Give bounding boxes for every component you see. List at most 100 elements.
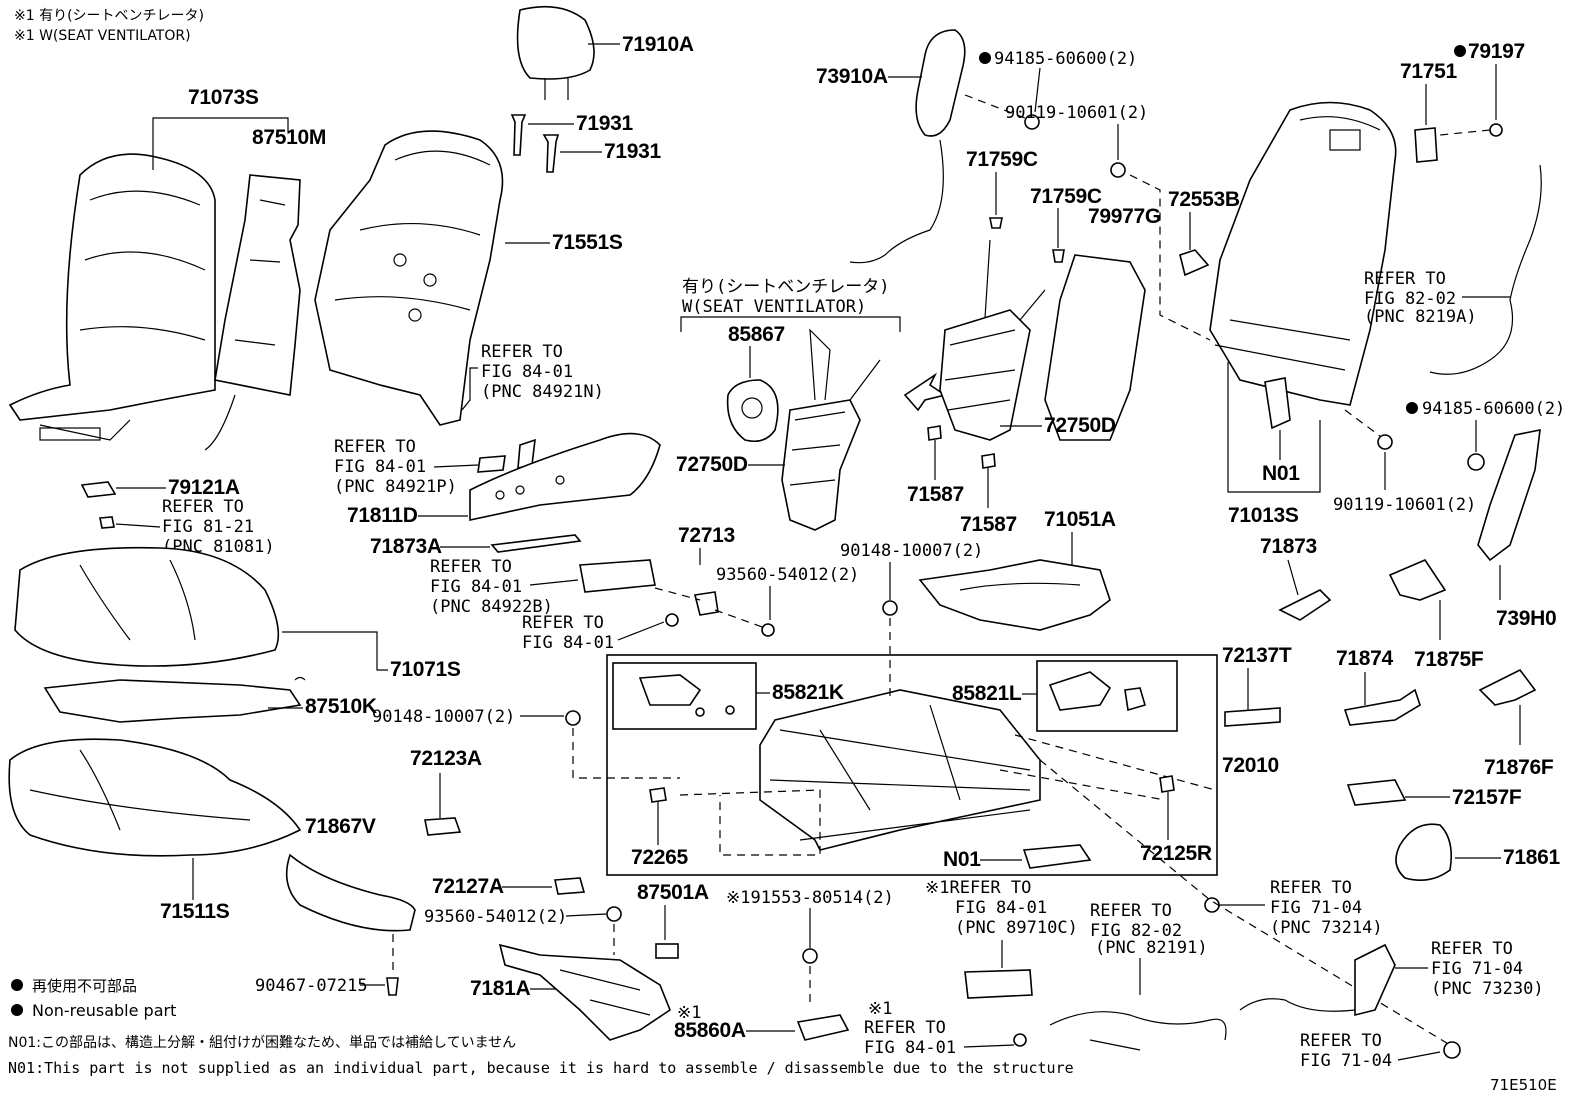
note-n01-jp: N01:この部品は、構造上分解・組付けが困難なため、単品では補給していません [8, 1035, 516, 1051]
trim-cover-drawing [285, 853, 416, 932]
label-90119-b: 90119-10601(2) [1333, 495, 1476, 515]
label-72265: 72265 [631, 846, 689, 869]
label-71051A: 71051A [1044, 508, 1116, 531]
label-87510M: 87510M [252, 126, 326, 149]
motor-k-drawing [638, 674, 735, 717]
ecu-drawing [964, 969, 1033, 999]
label-72010: 72010 [1222, 754, 1279, 777]
label-73910A: 73910A [816, 65, 888, 88]
label-79977G: 79977G [1088, 205, 1161, 228]
ref-71-04-c-l1: REFER TO [1300, 1031, 1382, 1051]
label-71759C-b: 71759C [1030, 185, 1102, 208]
label-71861: 71861 [1503, 846, 1561, 869]
ref-8219A-l1: REFER TO [1364, 269, 1446, 289]
switch-drawing [477, 455, 506, 473]
side-shield-drawing [469, 432, 661, 521]
label-71073S: 71073S [188, 86, 259, 109]
ref-84921N-l2: FIG 84-01 [481, 362, 573, 382]
floor-harness-drawing [1049, 1011, 1227, 1051]
ref-84921P-l3: (PNC 84921P) [334, 477, 457, 497]
label-71931-a: 71931 [576, 112, 634, 135]
ref-89710C-l1: ※1REFER TO [925, 878, 1031, 898]
label-94185-a: 94185-60600(2) [994, 49, 1137, 69]
ref-89710C-l3: (PNC 89710C) [955, 918, 1078, 938]
label-85867: 85867 [728, 323, 785, 346]
ref-84-01-a-l1: REFER TO [522, 613, 604, 633]
label-71759C-a: 71759C [966, 148, 1038, 171]
direction-arrow-icon [903, 372, 947, 412]
seat-adjuster-frame-drawing [759, 689, 1041, 851]
ref-71-04-c-l2: FIG 71-04 [1300, 1051, 1392, 1071]
leader-71073S [152, 117, 289, 170]
buckle-drawing [1354, 943, 1396, 1017]
label-71551S: 71551S [552, 231, 623, 254]
label-79121A: 79121A [168, 476, 240, 499]
label-71910A: 71910A [622, 33, 694, 56]
note-n01-en: N01:This part is not supplied as an indi… [8, 1059, 1074, 1077]
heater-mat-right-drawing [939, 239, 1046, 441]
label-7181A: 7181A [470, 977, 531, 1000]
ref-84922B-l1: REFER TO [430, 557, 512, 577]
star-note-a: ※1 [677, 1003, 701, 1023]
ref-81081-l1: REFER TO [162, 497, 244, 517]
legend-dot-icon [11, 979, 23, 991]
label-71875F: 71875F [1414, 648, 1484, 671]
label-72125R: 72125R [1140, 842, 1212, 865]
bracket-drawing [694, 591, 719, 616]
note-star1-en: ※1 W(SEAT VENTILATOR) [14, 28, 191, 44]
vent-title-en: W(SEAT VENTILATOR) [682, 297, 866, 317]
label-71587-a: 71587 [907, 483, 964, 506]
label-71751: 71751 [1400, 60, 1458, 83]
ref-73214-l2: FIG 71-04 [1270, 898, 1362, 918]
fan-drawing [726, 379, 779, 443]
label-90119-a: 90119-10601(2) [1005, 103, 1148, 123]
label-71873: 71873 [1260, 535, 1317, 558]
ref-73214-l1: REFER TO [1270, 878, 1352, 898]
ref-82191-l2: FIG 82-02 [1090, 921, 1182, 941]
label-71587-b: 71587 [960, 513, 1017, 536]
label-90148-a: 90148-10007(2) [840, 541, 983, 561]
control-bracket-drawing [498, 943, 671, 1041]
ref-82191-l1: REFER TO [1090, 901, 1172, 921]
label-72157F: 72157F [1452, 786, 1522, 809]
label-71511S: 71511S [160, 900, 230, 923]
label-72713: 72713 [678, 524, 735, 547]
back-frame-pad-drawing [314, 130, 504, 426]
label-72123A: 72123A [410, 747, 482, 770]
ref-73214-l3: (PNC 73214) [1270, 918, 1383, 938]
ref-84921P-l1: REFER TO [334, 437, 416, 457]
cushion-cover-drawing [14, 546, 280, 667]
label-71873A: 71873A [370, 535, 442, 558]
ref-81081-l2: FIG 81-21 [162, 517, 254, 537]
label-71876F: 71876F [1484, 756, 1554, 779]
slide-motor-drawing [1022, 844, 1092, 869]
label-90148-b: 90148-10007(2) [372, 707, 515, 727]
label-72137T: 72137T [1222, 644, 1292, 667]
ref-84-01-b-l2: FIG 84-01 [864, 1038, 956, 1058]
headrest-guide-drawing [510, 114, 560, 173]
adjuster-assembly-box [606, 654, 1218, 876]
label-71013S: 71013S [1228, 504, 1299, 527]
label-79197: 79197 [1468, 40, 1525, 63]
ref-84-01-a-l2: FIG 84-01 [522, 633, 614, 653]
ref-89710C-l2: FIG 84-01 [955, 898, 1047, 918]
back-pad-drawing [204, 174, 301, 451]
bolt-drawing [665, 613, 679, 627]
ref-84922B-l2: FIG 84-01 [430, 577, 522, 597]
ref-73230-l2: FIG 71-04 [1431, 959, 1523, 979]
label-71931-b: 71931 [604, 140, 662, 163]
ref-84921N-l1: REFER TO [481, 342, 563, 362]
ref-73230-l1: REFER TO [1431, 939, 1513, 959]
motor-l-drawing [1048, 671, 1146, 712]
cushion-pad-drawing [43, 676, 306, 723]
label-71867V: 71867V [305, 815, 376, 838]
harness-drawing [1429, 164, 1542, 375]
label-72127A: 72127A [432, 875, 504, 898]
ref-84921P-l2: FIG 84-01 [334, 457, 426, 477]
star-note-b: ※1 [868, 999, 892, 1019]
blower-drawing [796, 1014, 850, 1041]
back-pad-sheet-drawing [1044, 254, 1146, 441]
module-drawing [579, 559, 656, 593]
ref-82191-l3: (PNC 82191) [1095, 938, 1208, 958]
label-94185-b: 94185-60600(2) [1422, 399, 1565, 419]
